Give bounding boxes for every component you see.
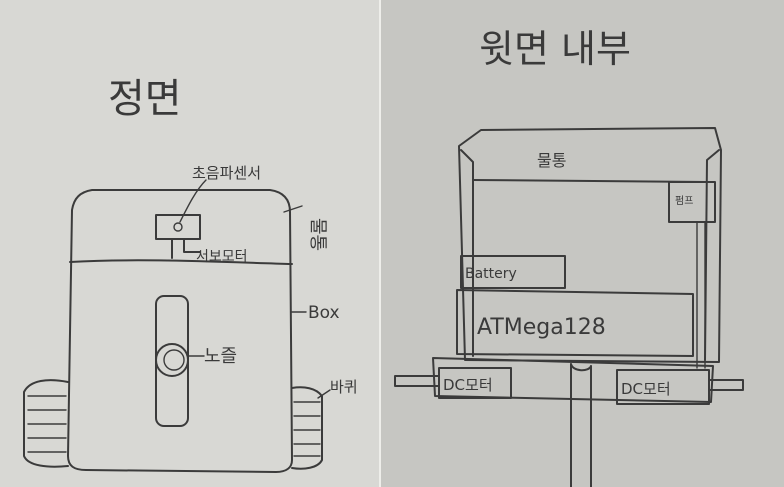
nozzle-inner-ring: [163, 349, 185, 371]
axle-left: [394, 375, 440, 387]
base-plate: [432, 357, 714, 403]
wheel-label: 바퀴: [330, 378, 358, 396]
sensor-eye-icon: [173, 222, 183, 232]
mcu-label: ATMega128: [477, 315, 606, 340]
mcu-board: [456, 289, 694, 357]
dc-motor-right: [616, 369, 710, 405]
panel-divider: [379, 0, 382, 487]
water-tank-label-top: 물통: [537, 151, 566, 170]
nozzle-slot: [155, 295, 189, 427]
box-outline: [458, 127, 722, 363]
nozzle-icon: [155, 343, 189, 377]
battery-label: Battery: [465, 266, 517, 282]
water-tank-label: 물통: [307, 218, 328, 251]
pump-label: 펌프: [675, 195, 693, 207]
robot-body: [67, 189, 293, 473]
front-view-drawing: 정면 초음파센서 서보모터 물통 Box 노즐 바퀴: [23, 76, 358, 473]
wheel-right: [291, 386, 323, 470]
sensor-label: 초음파센서: [192, 164, 261, 182]
dc-motor-left: [438, 367, 512, 399]
wheel-left-treads: [27, 395, 67, 453]
tank-leader-line: [283, 205, 303, 213]
servo-mount: [171, 239, 201, 259]
dc-motor-left-label: DC모터: [443, 376, 493, 394]
sensor-leader-line: [179, 179, 207, 223]
box-inner-left-edge: [460, 149, 474, 357]
nozzle-label: 노즐: [204, 346, 237, 367]
axle-right: [708, 379, 744, 391]
top-view-title: 윗면 내부: [479, 27, 631, 71]
pump-box: [668, 181, 716, 223]
pump-tube: [696, 221, 706, 369]
servo-label: 서보모터: [196, 249, 248, 265]
battery-box: [460, 255, 566, 289]
wheel-left: [23, 379, 69, 468]
dc-motor-right-label: DC모터: [621, 380, 671, 398]
tank-divider-line: [69, 259, 293, 265]
box-label: Box: [308, 303, 340, 323]
front-view-panel: 정면 초음파센서 서보모터 물통 Box 노즐 바퀴: [0, 0, 380, 487]
top-interior-drawing: 윗면 내부 물통 펌프 Battery ATMega128 DC모터 DC모터: [394, 27, 744, 487]
top-interior-panel: 윗면 내부 물통 펌프 Battery ATMega128 DC모터 DC모터: [381, 0, 784, 487]
wheel-right-treads: [293, 401, 321, 457]
front-view-title: 정면: [108, 76, 182, 122]
ultrasonic-sensor: [155, 214, 201, 240]
drive-shaft: [570, 363, 592, 487]
tank-bottom-line: [472, 179, 708, 183]
wheel-leader-line: [317, 389, 331, 399]
